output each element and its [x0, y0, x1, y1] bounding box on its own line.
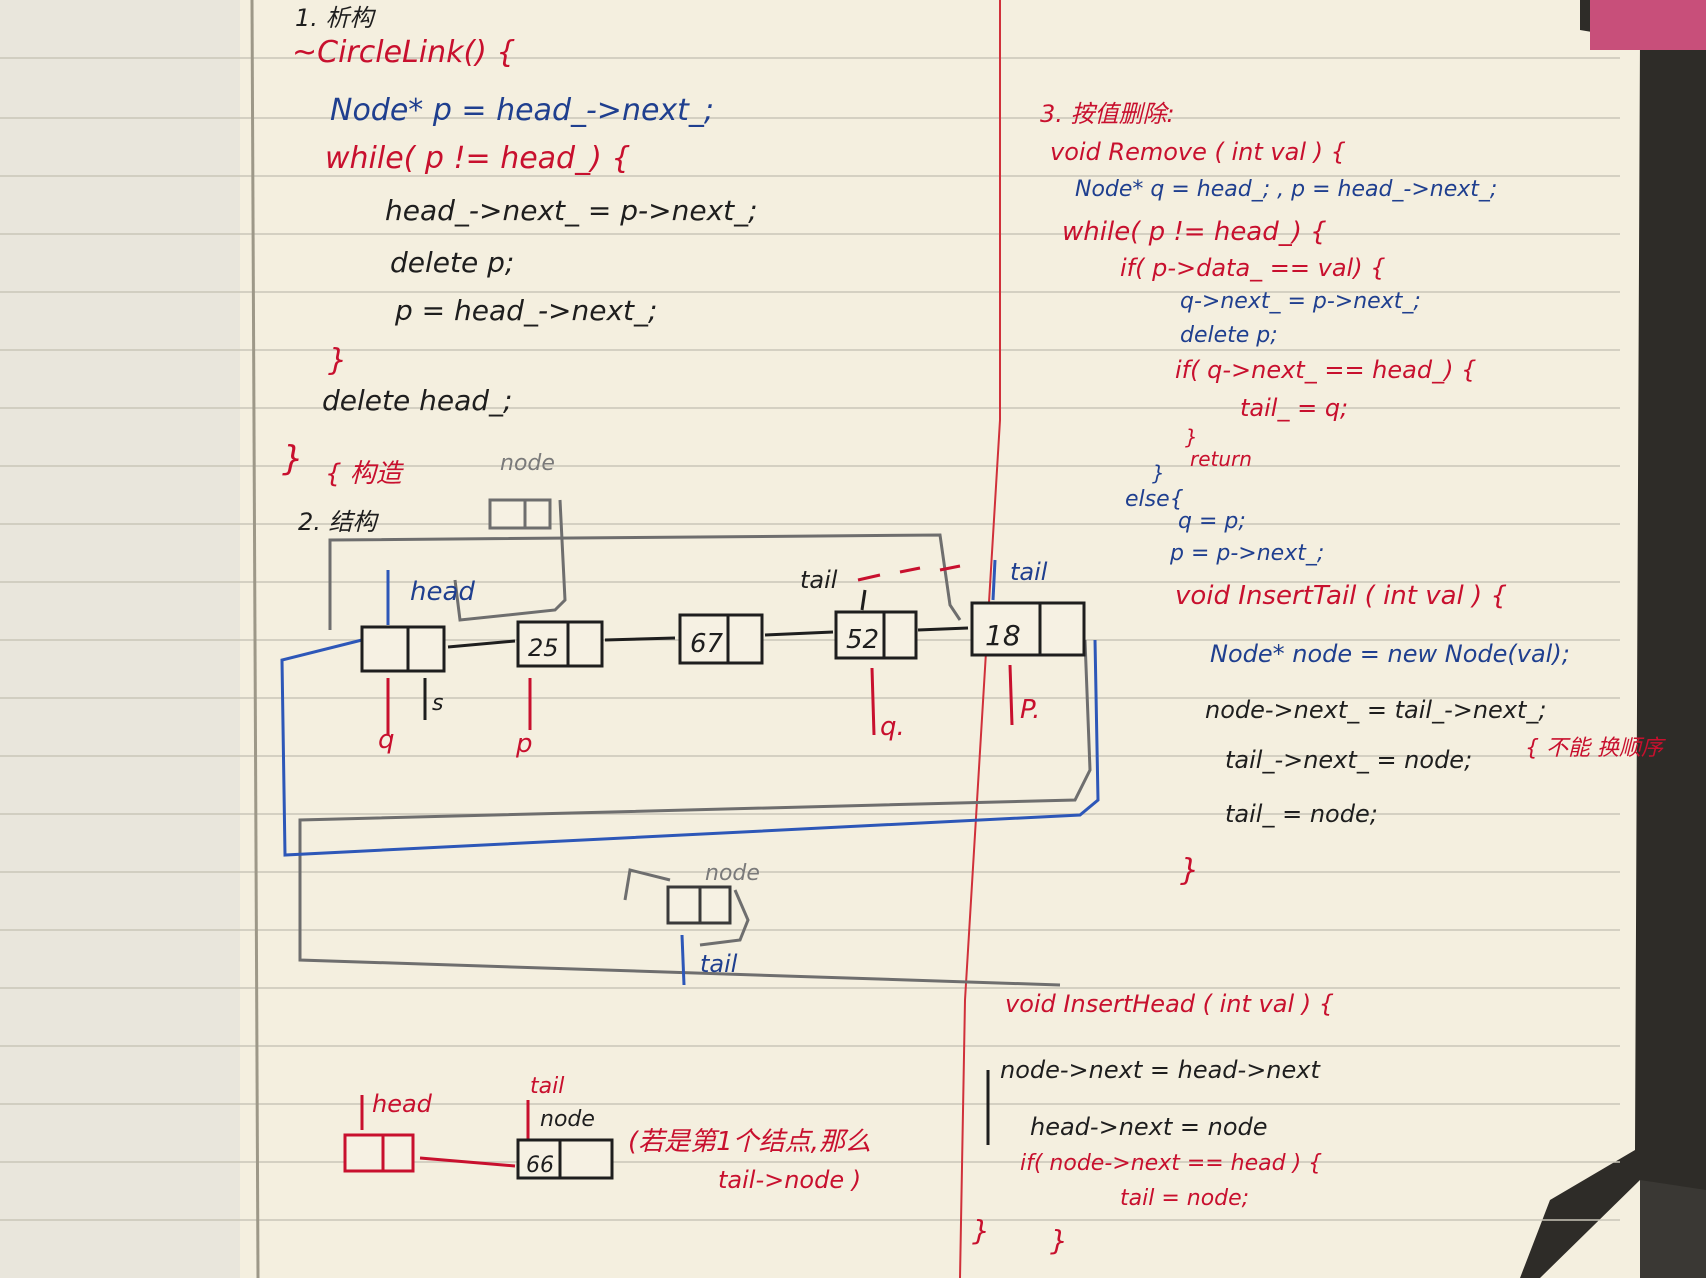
insert-tail-l2: node->next_ = tail_->next_; — [1205, 696, 1547, 724]
tail-label-left: tail — [800, 566, 838, 594]
node-67 — [678, 613, 764, 665]
insert-tail-close: } — [1180, 853, 1199, 888]
destructor-line1: Node* p = head_->next_; — [330, 93, 714, 128]
node-head — [360, 625, 446, 673]
bottom-tail-label: tail — [530, 1074, 564, 1099]
bottom-node-value: 66 — [526, 1153, 554, 1178]
keyboard-corner — [1590, 0, 1706, 50]
bottom-node-label: node — [540, 1107, 595, 1132]
section2-heading: 2. 结构 — [298, 508, 380, 536]
destructor-signature: ~CircleLink() { — [292, 35, 516, 70]
head-label: head — [410, 577, 475, 607]
node-67-value: 67 — [690, 629, 724, 659]
insert-head-l4: tail = node; — [1120, 1186, 1249, 1211]
destructor-close-outer: } — [282, 439, 304, 479]
insert-head-l1: node->next = head->next — [1000, 1056, 1321, 1084]
ruled-lines — [0, 57, 1620, 1221]
node-18-value: 18 — [985, 619, 1021, 652]
remove-l9: return — [1190, 447, 1252, 471]
arrow-3 — [764, 630, 834, 637]
arrow-4 — [917, 626, 969, 632]
node-52-value: 52 — [846, 625, 879, 655]
remove-l8: } — [1185, 425, 1198, 449]
page-gutter — [250, 0, 260, 1278]
ptr-q1-label: q. — [880, 712, 905, 742]
construct-note: { 构造 — [325, 459, 405, 489]
insert-head-l2: head->next = node — [1030, 1113, 1268, 1141]
node-label-top: node — [500, 451, 555, 476]
remove-l2: while( p != head_) { — [1062, 217, 1327, 247]
insert-tail-l1: Node* node = new Node(val); — [1210, 640, 1570, 668]
remove-l13: p = p->next_; — [1169, 541, 1324, 566]
bottom-note: (若是第1个结点,那么 — [628, 1127, 871, 1157]
ptr-q-label: q — [378, 725, 395, 755]
tail-bottom-label: tail — [700, 950, 738, 978]
page-edge-shadow — [1520, 0, 1706, 1278]
destructor-close-inner: } — [328, 343, 347, 378]
destructor-line3: head_->next_ = p->next_; — [385, 194, 758, 227]
remove-sig: void Remove ( int val ) { — [1050, 138, 1346, 166]
node-25-value: 25 — [528, 634, 559, 662]
tail-label-right: tail — [1010, 558, 1048, 586]
destructor-line5: p = head_->next_; — [394, 294, 657, 327]
insert-tail-l3: tail_->next_ = node; — [1225, 746, 1472, 774]
remove-l5: delete p; — [1180, 323, 1278, 348]
node-18 — [970, 601, 1086, 657]
insert-tail-sig: void InsertTail ( int val ) { — [1175, 581, 1507, 611]
wrap-line-gray-upper — [328, 533, 962, 630]
main-page — [240, 0, 1640, 1278]
remove-l6: if( q->next_ == head_) { — [1175, 356, 1476, 384]
destructor-line2: while( p != head_) { — [325, 141, 630, 176]
insert-tail-l4: tail_ = node; — [1225, 800, 1378, 828]
wrap-line-gray-lower — [298, 639, 1092, 987]
remove-title: 3. 按值删除: — [1040, 100, 1175, 128]
remove-l1: Node* q = head_; , p = head_->next_; — [1075, 177, 1497, 202]
insert-head-close-inner: } — [972, 1214, 990, 1247]
node-label-bottom: node — [705, 861, 760, 886]
node-52 — [834, 610, 918, 660]
bottom-arrow — [419, 1156, 516, 1168]
destructor-line4: delete p; — [390, 246, 514, 279]
ptr-p1-label: P. — [1020, 695, 1040, 725]
wrap-line-gray-top — [453, 499, 567, 622]
insert-head-close-outer: } — [1050, 1224, 1068, 1257]
remove-l3: if( p->data_ == val) { — [1120, 254, 1386, 282]
section1-heading: 1. 析构 — [295, 4, 377, 32]
left-page — [0, 0, 260, 1278]
remove-l4: q->next_ = p->next_; — [1180, 289, 1421, 314]
bottom-note2: tail->node ) — [718, 1166, 861, 1194]
remove-l11: else{ — [1125, 487, 1184, 512]
node-box-top — [488, 498, 552, 530]
remove-l12: q = p; — [1178, 509, 1246, 534]
bottom-head-node — [343, 1133, 415, 1173]
insert-head-sig: void InsertHead ( int val ) { — [1005, 990, 1334, 1018]
remove-l10: } — [1152, 461, 1165, 485]
remove-l7: tail_ = q; — [1240, 394, 1348, 422]
bottom-head-label: head — [372, 1090, 433, 1118]
ptr-p-label: p — [515, 729, 533, 759]
arrow-2 — [604, 636, 676, 642]
bottom-node-66 — [516, 1138, 614, 1180]
destructor-line6: delete head_; — [322, 384, 512, 417]
insert-tail-note: { 不能 换顺序 — [1525, 736, 1666, 761]
margin-line — [959, 0, 1001, 1278]
arrow-1 — [447, 639, 516, 649]
ptr-s-label: s — [432, 691, 443, 716]
node-25 — [516, 620, 604, 668]
wrap-line-blue — [280, 638, 1100, 857]
insert-head-l3: if( node->next == head ) { — [1020, 1151, 1322, 1176]
